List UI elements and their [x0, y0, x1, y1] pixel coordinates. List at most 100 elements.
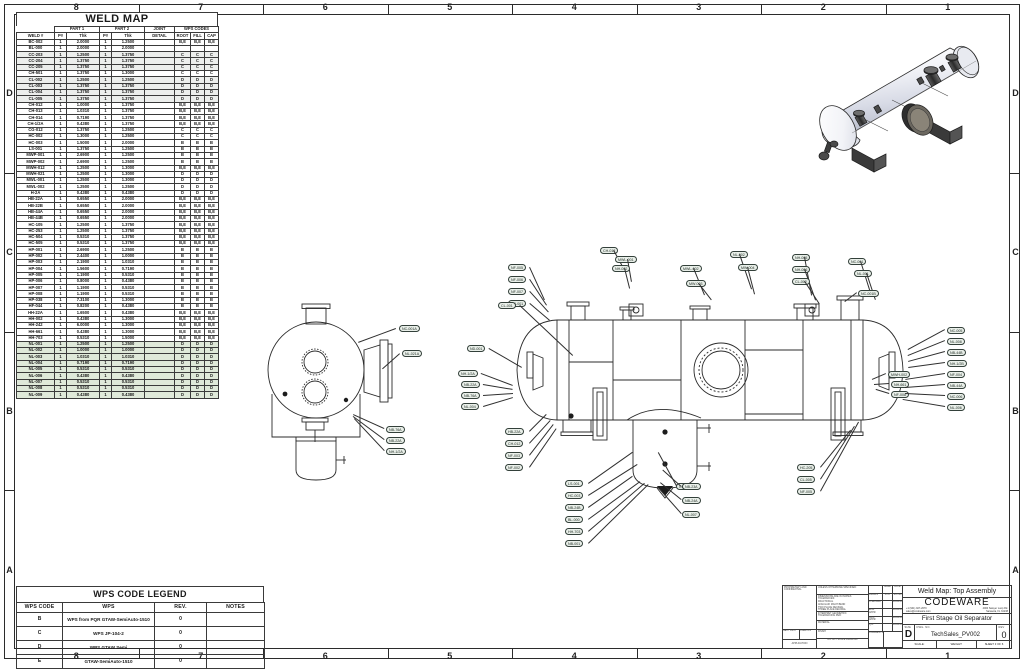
- callout-balloon[interactable]: NC-005: [947, 327, 966, 334]
- callout-balloon[interactable]: NH-006: [792, 266, 811, 273]
- callout-balloon[interactable]: NH-1/2A: [458, 370, 478, 377]
- wps-cap: D: [204, 95, 220, 103]
- part2-thk: 0.5310: [111, 366, 146, 374]
- wps-notes: [206, 640, 265, 655]
- callout-balloon[interactable]: NF-005: [508, 264, 526, 271]
- callout-balloon[interactable]: NB-24A: [682, 497, 701, 504]
- callout-balloon[interactable]: NL-021A: [402, 350, 423, 357]
- title-block-footer: SCALE: WEIGHT: SHEET 3 OF 6: [903, 640, 1011, 648]
- part2-thk: 0.4380: [111, 372, 146, 380]
- part2-thk: 0.4380: [111, 303, 146, 311]
- zone-tick: [387, 649, 389, 659]
- approval-row: COMMENTS:: [869, 631, 902, 649]
- part1-thk: 0.5310: [65, 384, 101, 393]
- callout-balloon[interactable]: NB-24B: [565, 504, 584, 511]
- callout-balloon[interactable]: CH-012: [600, 247, 619, 254]
- callout-balloon[interactable]: NB-76A: [386, 426, 405, 433]
- isometric-vessel-view: [800, 28, 1015, 193]
- callout-balloon[interactable]: HC-003: [565, 492, 584, 499]
- next-assy-label: NEXT ASSY: [783, 629, 800, 639]
- wps-cap: B: [204, 258, 220, 267]
- callout-balloon[interactable]: NH-002: [612, 265, 631, 272]
- callout-balloon[interactable]: BL-000: [565, 516, 583, 523]
- zone-tick: [138, 4, 140, 14]
- part1-thk: 1.1900: [65, 290, 101, 298]
- callout-balloon[interactable]: ND-001: [467, 345, 486, 352]
- callout-balloon[interactable]: LS-001: [565, 480, 583, 487]
- callout-balloon[interactable]: MWL-002: [680, 265, 702, 272]
- callout-balloon[interactable]: NF-006: [508, 276, 526, 283]
- callout-balloon[interactable]: NB-76A: [461, 392, 480, 399]
- callout-balloon[interactable]: CH-012: [505, 440, 524, 447]
- callout-balloon[interactable]: NB-44B: [947, 349, 966, 356]
- callout-balloon[interactable]: NL-002: [730, 251, 748, 258]
- callout-balloon[interactable]: MWL-001: [615, 256, 637, 263]
- callout-balloon[interactable]: NF-008: [891, 391, 909, 398]
- callout-balloon[interactable]: NB-22A: [461, 381, 480, 388]
- approval-name: [883, 616, 893, 624]
- callout-balloon[interactable]: NB-22A: [386, 437, 405, 444]
- callout-balloon[interactable]: NH-1/2A: [386, 448, 406, 455]
- callout-balloon[interactable]: NC-006: [947, 393, 966, 400]
- callout-balloon[interactable]: HB-22A: [505, 428, 524, 435]
- callout-balloon[interactable]: MW-003: [686, 280, 706, 287]
- wps-cap: B: [204, 303, 220, 311]
- wps-code: C: [16, 626, 63, 641]
- callout-balloon[interactable]: NH-661: [891, 381, 910, 388]
- callout-balloon[interactable]: NF-005: [797, 488, 815, 495]
- callout-balloon[interactable]: CL-005: [797, 476, 815, 483]
- callout-balloon[interactable]: HH-703: [565, 528, 584, 535]
- callout-balloon[interactable]: NL-004: [461, 403, 479, 410]
- project-name: First Stage Oil Separator: [903, 614, 1011, 625]
- callout-balloon[interactable]: NC-001A: [399, 325, 420, 332]
- part1-thk: 0.7190: [65, 359, 101, 368]
- zone-tick: [387, 4, 389, 14]
- callout-balloon[interactable]: NF-004: [947, 371, 965, 378]
- part2-thk: 1.0000: [111, 252, 146, 261]
- callout-balloon[interactable]: NL-007: [682, 511, 700, 518]
- callout-balloon[interactable]: NL-008: [947, 338, 965, 345]
- callout-balloon[interactable]: NH-005: [792, 254, 811, 261]
- part1-thk: 1.6500: [65, 309, 101, 317]
- zone-tick: [1010, 490, 1020, 492]
- callout-balloon[interactable]: NF-002: [505, 464, 523, 471]
- part1-thk: 0.4380: [65, 372, 101, 380]
- callout-balloon[interactable]: NH-1/2B: [947, 360, 967, 367]
- callout-balloon[interactable]: NB-44A: [947, 382, 966, 389]
- callout-balloon[interactable]: NF-003: [505, 452, 523, 459]
- zone-left-A: A: [6, 564, 13, 575]
- callout-balloon[interactable]: HC-205: [797, 464, 816, 471]
- part1-thk: 1.3750: [65, 82, 101, 90]
- zone-bottom-2: 2: [820, 651, 826, 661]
- callout-balloon[interactable]: NC-001: [848, 258, 867, 265]
- wps-code: E: [16, 654, 63, 669]
- callout-balloon[interactable]: MWH-002: [888, 371, 911, 378]
- wps-cap: B,E: [204, 107, 220, 116]
- callout-balloon[interactable]: NB-001: [565, 540, 584, 547]
- part2-thk: 0.4380: [111, 391, 146, 399]
- callout-balloon[interactable]: CL-002: [792, 278, 810, 285]
- callout-balloon[interactable]: NC-001B: [858, 290, 879, 297]
- callout-balloon[interactable]: NB-23A: [682, 483, 701, 490]
- callout-balloon[interactable]: NF-007: [508, 288, 526, 295]
- zone-left-D: D: [6, 88, 13, 99]
- rev-value: 0: [1001, 629, 1007, 640]
- approval-name: [883, 608, 893, 616]
- callout-balloon[interactable]: NL-006: [947, 404, 965, 411]
- callout-balloon[interactable]: NL-001: [854, 270, 872, 277]
- part2-thk: 1.3750: [111, 120, 146, 128]
- wps-cap: B,E: [204, 309, 220, 317]
- rev-cell: REV 0: [997, 625, 1011, 640]
- callout-balloon[interactable]: CL-001: [498, 302, 516, 309]
- part1-thk: 1.3750: [65, 88, 101, 97]
- approval-role: ENG APPR.: [869, 608, 883, 616]
